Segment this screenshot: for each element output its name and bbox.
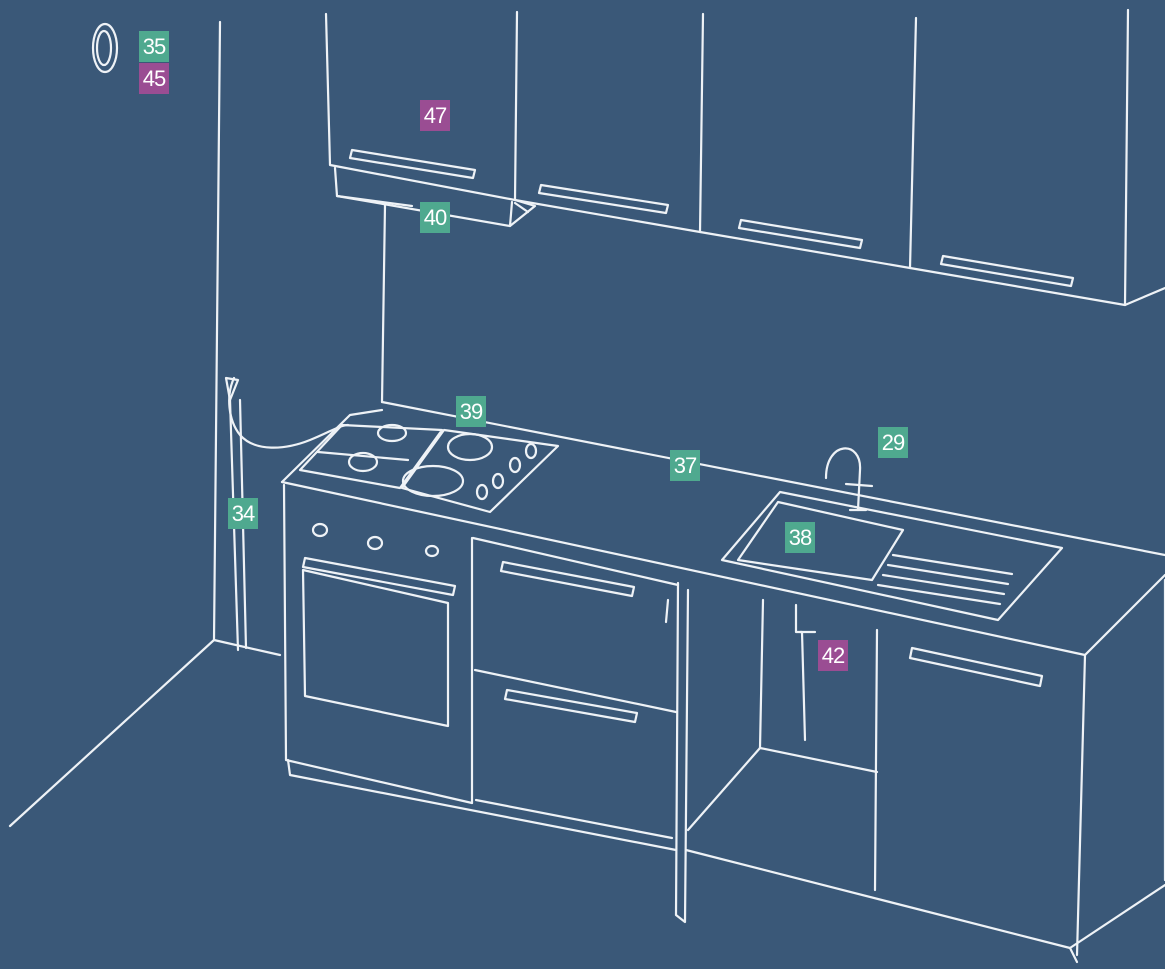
oven	[284, 485, 472, 803]
callout-29: 29	[878, 427, 908, 458]
callout-42: 42	[818, 640, 848, 671]
callout-37: 37	[670, 450, 700, 481]
callout-35: 35	[139, 31, 169, 62]
callout-38: 38	[785, 522, 815, 553]
callout-47: 47	[420, 100, 450, 131]
drawer-unit	[473, 538, 678, 838]
upper-cabinets	[326, 10, 1165, 305]
callout-40: 40	[420, 202, 450, 233]
sink-cabinet	[676, 583, 877, 922]
callout-39: 39	[456, 396, 486, 427]
countertop	[282, 402, 1165, 655]
electric-hob	[402, 430, 558, 512]
right-cabinet	[910, 580, 1165, 955]
callout-45: 45	[139, 63, 169, 94]
sink	[722, 492, 1062, 620]
tap-icon	[826, 448, 872, 510]
callout-34: 34	[228, 498, 258, 529]
wall-socket-icon	[93, 24, 117, 72]
